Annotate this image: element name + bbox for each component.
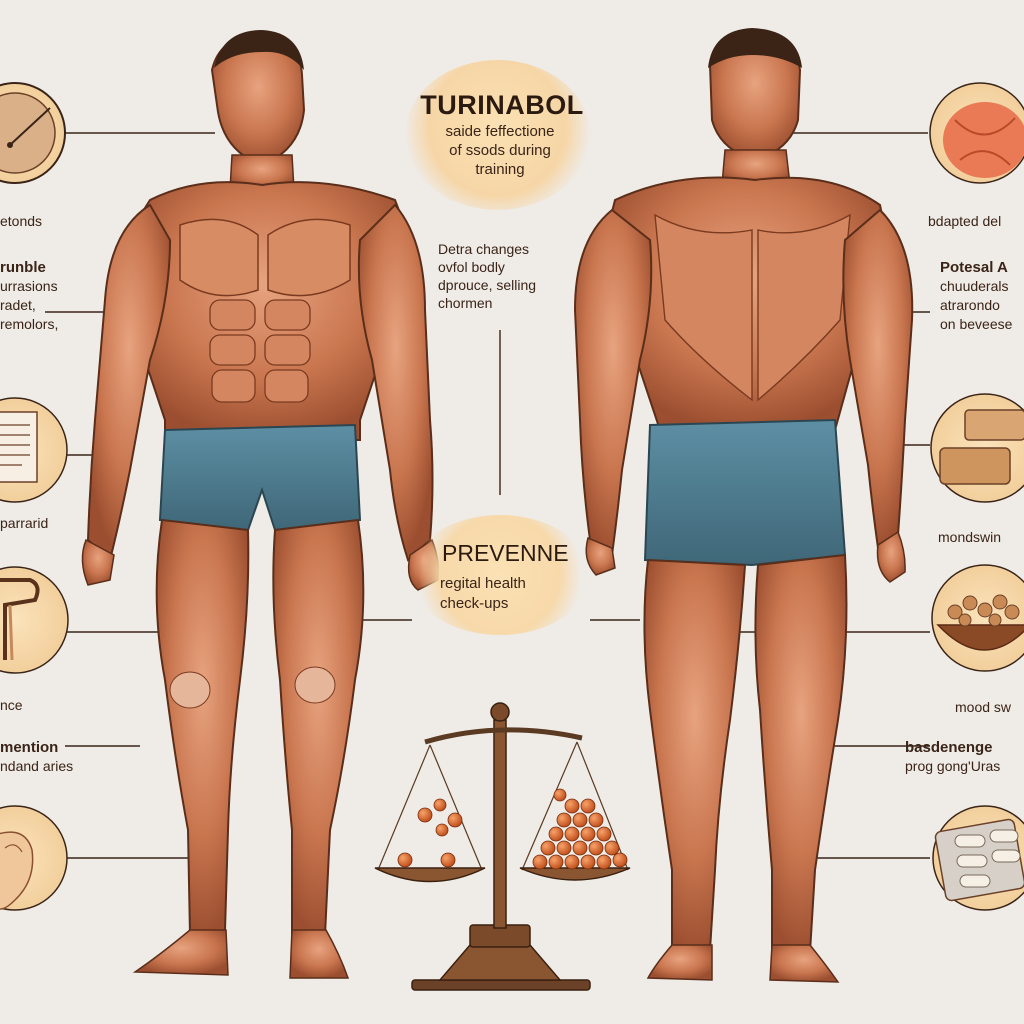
left-label-3: parrarid [0, 514, 48, 533]
left-label-line: runble [0, 259, 46, 276]
right-label-line: atrarondo [940, 297, 1000, 313]
right-label-4: mood sw [955, 698, 1011, 717]
prevention-text: regital health check-ups [440, 574, 590, 614]
soap-bars-icon [930, 393, 1024, 503]
middle-note-line: Detra changes [438, 241, 530, 257]
right-label-line: Potesal A [940, 259, 1008, 276]
clock-icon [0, 82, 66, 184]
title-line: saide feffectione [445, 123, 555, 140]
right-label-5: basdenenge prog gong'Uras [905, 738, 1000, 776]
prevention-line: regital health [440, 575, 526, 592]
front-muscular-figure [81, 30, 440, 979]
left-label-line: radet, [0, 297, 36, 313]
right-label-line: prog gong'Uras [905, 758, 1001, 774]
back-muscular-figure [573, 28, 914, 983]
organ-icon [0, 805, 68, 911]
meat-slice-icon [929, 82, 1024, 184]
prevention-bubble [410, 515, 590, 635]
right-label-line: chuuderals [940, 278, 1009, 294]
title-line: training [475, 161, 525, 178]
right-icon-circles [929, 82, 1024, 911]
middle-note-line: dprouce, selling [438, 277, 537, 293]
prevention-heading: PREVENNE [442, 540, 569, 566]
right-label-line: mood sw [955, 699, 1012, 715]
left-label-line: etonds [0, 213, 43, 229]
right-label-line: bdapted del [928, 213, 1002, 229]
left-label-2: runble urrasions radet, remolors, [0, 258, 58, 334]
right-label-2: Potesal A chuuderals atrarondo on bevees… [940, 258, 1012, 334]
right-label-line: on beveese [940, 316, 1013, 332]
title-heading: TURINABOL [420, 90, 584, 120]
left-label-line: urrasions [0, 278, 58, 294]
balance-scale-icon [374, 702, 631, 991]
nuts-bowl-icon [931, 564, 1024, 672]
middle-note-line: chormen [438, 295, 493, 311]
pills-left [397, 798, 463, 868]
left-label-4: nce [0, 696, 23, 715]
prevention-line: check-ups [440, 595, 509, 612]
left-label-line: mention [0, 739, 59, 756]
back-shorts [643, 418, 847, 567]
right-label-line: mondswin [938, 529, 1002, 545]
front-shorts [158, 423, 362, 532]
left-label-line: remolors, [0, 316, 59, 332]
left-label-5: mention ndand aries [0, 738, 73, 776]
title-bubble [405, 60, 590, 210]
abdominal-muscles [209, 299, 311, 403]
title-subtitle: saide feffectione of ssods during traini… [410, 122, 590, 179]
right-label-3: mondswin [938, 528, 1001, 547]
left-label-line: nce [0, 697, 23, 713]
middle-note: Detra changes ovfol bodly dprouce, selli… [438, 240, 568, 312]
stethoscope-icon [0, 566, 69, 674]
right-label-line: basdenenge [905, 739, 993, 756]
right-label-1: bdapted del [928, 212, 1001, 231]
left-icon-circles [0, 82, 69, 911]
pill-blister-icon [932, 805, 1024, 911]
document-icon [0, 397, 68, 503]
left-label-1: etonds [0, 212, 42, 231]
left-label-line: parrarid [0, 515, 49, 531]
middle-note-line: ovfol bodly [438, 259, 505, 275]
left-label-line: ndand aries [0, 758, 74, 774]
title-line: of ssods during [449, 142, 551, 159]
pills-right [532, 788, 628, 870]
